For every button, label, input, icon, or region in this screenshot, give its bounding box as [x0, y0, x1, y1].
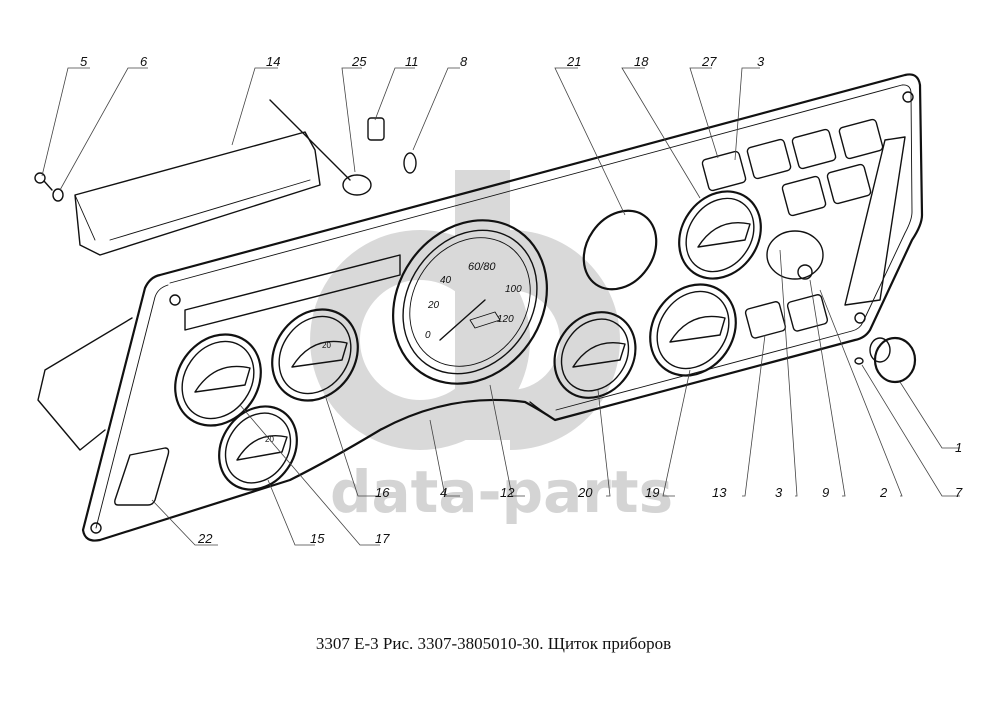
nut-7 [854, 357, 864, 365]
callout-6: 6 [140, 54, 148, 69]
washer-6 [52, 188, 64, 202]
callout-20: 20 [577, 485, 593, 500]
callout-labels: 5 6 14 25 11 8 21 18 27 3 22 15 17 16 4 … [80, 54, 963, 546]
callout-17: 17 [375, 531, 390, 546]
callout-22: 22 [197, 531, 213, 546]
speedometer-tick-0: 0 [425, 330, 431, 341]
knob-1 [869, 336, 917, 384]
bulb-8 [403, 152, 417, 174]
figure-caption: 3307 Е-3 Рис. 3307-3805010-30. Щиток при… [315, 634, 672, 653]
speedometer-tick-40: 40 [440, 275, 452, 286]
gauge-19 [649, 283, 737, 377]
plug-21 [582, 209, 658, 291]
speedometer-gauge-12: 60/80 100 120 40 20 0 [392, 219, 548, 385]
callout-12: 12 [500, 485, 515, 500]
callout-21: 21 [566, 54, 581, 69]
callout-leaders [41, 67, 960, 546]
speedometer-tick-120: 120 [497, 314, 514, 325]
callout-3-bottom: 3 [775, 485, 783, 500]
gauge-17 [174, 333, 262, 427]
gauge-20 [553, 311, 637, 399]
cable-25 [269, 99, 372, 196]
callout-5: 5 [80, 54, 88, 69]
indicator-module-14 [74, 131, 321, 256]
callout-13: 13 [712, 485, 727, 500]
callout-19: 19 [645, 485, 659, 500]
callout-7: 7 [955, 485, 963, 500]
callout-4: 4 [440, 485, 447, 500]
callout-8: 8 [460, 54, 468, 69]
screw-5 [34, 172, 53, 191]
switch-cluster [701, 118, 884, 339]
speedometer-scale-label: 60/80 [468, 261, 496, 273]
watermark-logo [310, 170, 620, 450]
callout-27: 27 [701, 54, 717, 69]
callout-18: 18 [634, 54, 649, 69]
callout-15: 15 [310, 531, 325, 546]
callout-9: 9 [822, 485, 829, 500]
panel-body [37, 73, 924, 542]
gauge-15: 20 [218, 405, 298, 491]
callout-3-top: 3 [757, 54, 765, 69]
gauge-18 [678, 190, 762, 280]
speedometer-tick-100: 100 [505, 284, 522, 295]
gauge-16-tick: 20 [322, 341, 331, 350]
callout-2: 2 [879, 485, 888, 500]
gauge-16: 20 [271, 308, 359, 402]
callout-11: 11 [405, 54, 419, 69]
socket-11 [367, 117, 385, 141]
callout-16: 16 [375, 485, 390, 500]
callout-25: 25 [351, 54, 367, 69]
callout-14: 14 [266, 54, 280, 69]
callout-1: 1 [955, 440, 962, 455]
speedometer-tick-20: 20 [427, 300, 440, 311]
watermark-text: data-parts [330, 458, 673, 526]
